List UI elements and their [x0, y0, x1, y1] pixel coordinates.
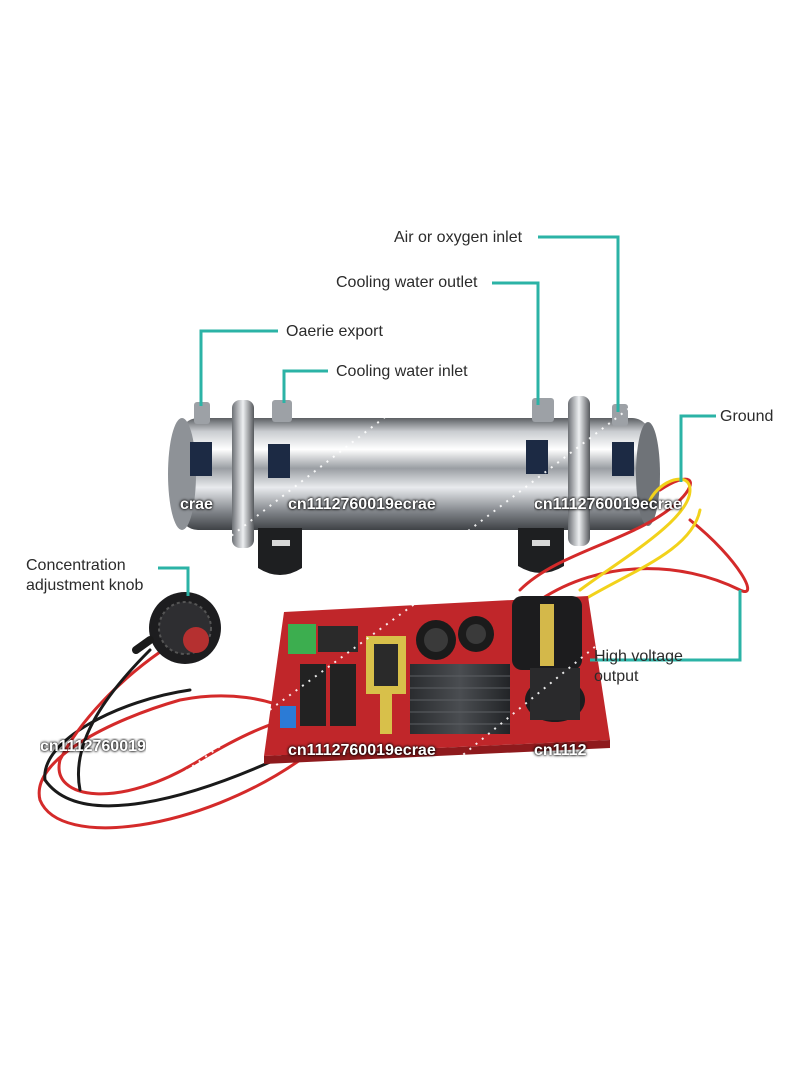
watermark: cn1112 — [534, 742, 587, 759]
label-ozone-export: Oaerie export — [286, 323, 383, 340]
leader-ground — [679, 414, 716, 482]
relay — [318, 626, 358, 652]
label-cooling-water-outlet: Cooling water outlet — [336, 274, 478, 291]
air-inlet-port — [612, 404, 628, 426]
watermark: cn1112760019ecrae — [288, 742, 436, 759]
tube-flange-right — [568, 396, 590, 546]
leader-ozone-export — [199, 329, 278, 406]
concentration-knob — [132, 592, 221, 664]
circuit-board — [264, 596, 610, 764]
ozone-tube — [168, 396, 660, 575]
leader-air-inlet — [538, 235, 620, 412]
capacitor-block — [330, 664, 356, 726]
connector — [280, 706, 296, 728]
label-knob-line2: adjustment knob — [26, 577, 144, 594]
nameplate — [268, 444, 290, 478]
tube-foot-left — [258, 528, 302, 575]
watermark-lines — [159, 389, 641, 791]
watermark: cn1112760019ecrae — [534, 496, 682, 513]
watermark: cn1112760019 — [40, 738, 146, 755]
ozone-export-port — [194, 402, 210, 424]
label-air-inlet: Air or oxygen inlet — [394, 229, 523, 246]
watermark: crae — [180, 496, 213, 513]
nameplate — [526, 440, 548, 474]
nameplate — [612, 442, 634, 476]
terminal-block — [288, 624, 316, 654]
cooling-water-inlet-port — [272, 400, 292, 422]
cooling-water-outlet-port — [532, 398, 554, 422]
leader-knob — [158, 566, 190, 596]
label-cooling-water-inlet: Cooling water inlet — [336, 363, 468, 380]
label-hv-line1: High voltage — [594, 648, 683, 665]
leader-lines — [158, 235, 742, 662]
label-knob-line1: Concentration — [26, 557, 126, 574]
leader-cooling-outlet — [492, 281, 540, 405]
nameplate — [190, 442, 212, 476]
leader-hv-output — [590, 590, 742, 662]
leader-cooling-inlet — [282, 369, 328, 403]
label-hv-line2: output — [594, 668, 639, 685]
tube-foot-right — [518, 528, 564, 573]
watermark: cn1112760019ecrae — [288, 496, 436, 513]
tube-flange-left — [232, 400, 254, 548]
capacitor-block — [300, 664, 326, 726]
label-ground: Ground — [720, 408, 774, 425]
